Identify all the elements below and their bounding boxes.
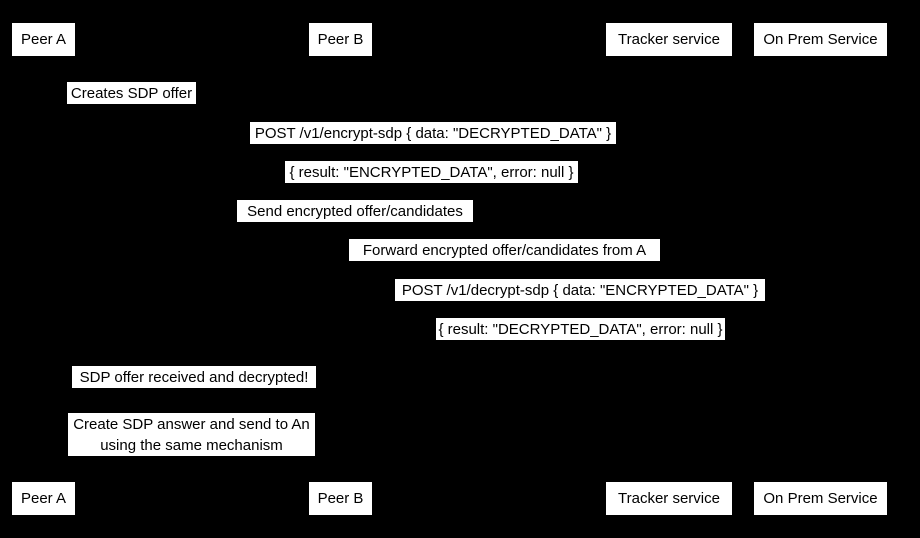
message-label-6-line-0: { result: "DECRYPTED_DATA", error: null … bbox=[438, 320, 723, 338]
participant-bottom-3[interactable]: On Prem Service bbox=[753, 481, 888, 516]
message-label-2: { result: "ENCRYPTED_DATA", error: null … bbox=[285, 161, 578, 183]
participant-top-0[interactable]: Peer A bbox=[11, 22, 76, 57]
message-label-7-line-0: SDP offer received and decrypted! bbox=[79, 368, 309, 386]
message-label-1: POST /v1/encrypt-sdp { data: "DECRYPTED_… bbox=[250, 122, 616, 144]
message-label-8: Create SDP answer and send to An using th… bbox=[68, 413, 315, 456]
message-label-1-line-0: POST /v1/encrypt-sdp { data: "DECRYPTED_… bbox=[254, 124, 612, 142]
lifeline-0 bbox=[43, 57, 44, 481]
message-label-5-line-0: POST /v1/decrypt-sdp { data: "ENCRYPTED_… bbox=[401, 281, 759, 299]
message-label-4: Forward encrypted offer/candidates from … bbox=[349, 239, 660, 261]
participant-bottom-0[interactable]: Peer A bbox=[11, 481, 76, 516]
message-label-4-line-0: Forward encrypted offer/candidates from … bbox=[362, 241, 647, 259]
message-label-8-line-0: Create SDP answer and send to An bbox=[73, 415, 310, 433]
message-label-3: Send encrypted offer/candidates bbox=[237, 200, 473, 222]
message-label-0-line-0: Creates SDP offer bbox=[70, 84, 193, 102]
participant-bottom-1[interactable]: Peer B bbox=[308, 481, 373, 516]
message-label-7: SDP offer received and decrypted! bbox=[72, 366, 316, 388]
participant-bottom-2[interactable]: Tracker service bbox=[605, 481, 733, 516]
lifeline-2 bbox=[669, 57, 670, 481]
lifeline-1 bbox=[340, 57, 341, 481]
message-label-0: Creates SDP offer bbox=[67, 82, 196, 104]
message-label-2-line-0: { result: "ENCRYPTED_DATA", error: null … bbox=[289, 163, 574, 181]
message-label-8-line-1: using the same mechanism bbox=[100, 436, 283, 454]
message-label-3-line-0: Send encrypted offer/candidates bbox=[247, 202, 463, 220]
participant-top-1[interactable]: Peer B bbox=[308, 22, 373, 57]
message-label-5: POST /v1/decrypt-sdp { data: "ENCRYPTED_… bbox=[395, 279, 765, 301]
lifeline-3 bbox=[820, 57, 821, 481]
participant-top-2[interactable]: Tracker service bbox=[605, 22, 733, 57]
participant-top-3[interactable]: On Prem Service bbox=[753, 22, 888, 57]
message-label-6: { result: "DECRYPTED_DATA", error: null … bbox=[436, 318, 725, 340]
